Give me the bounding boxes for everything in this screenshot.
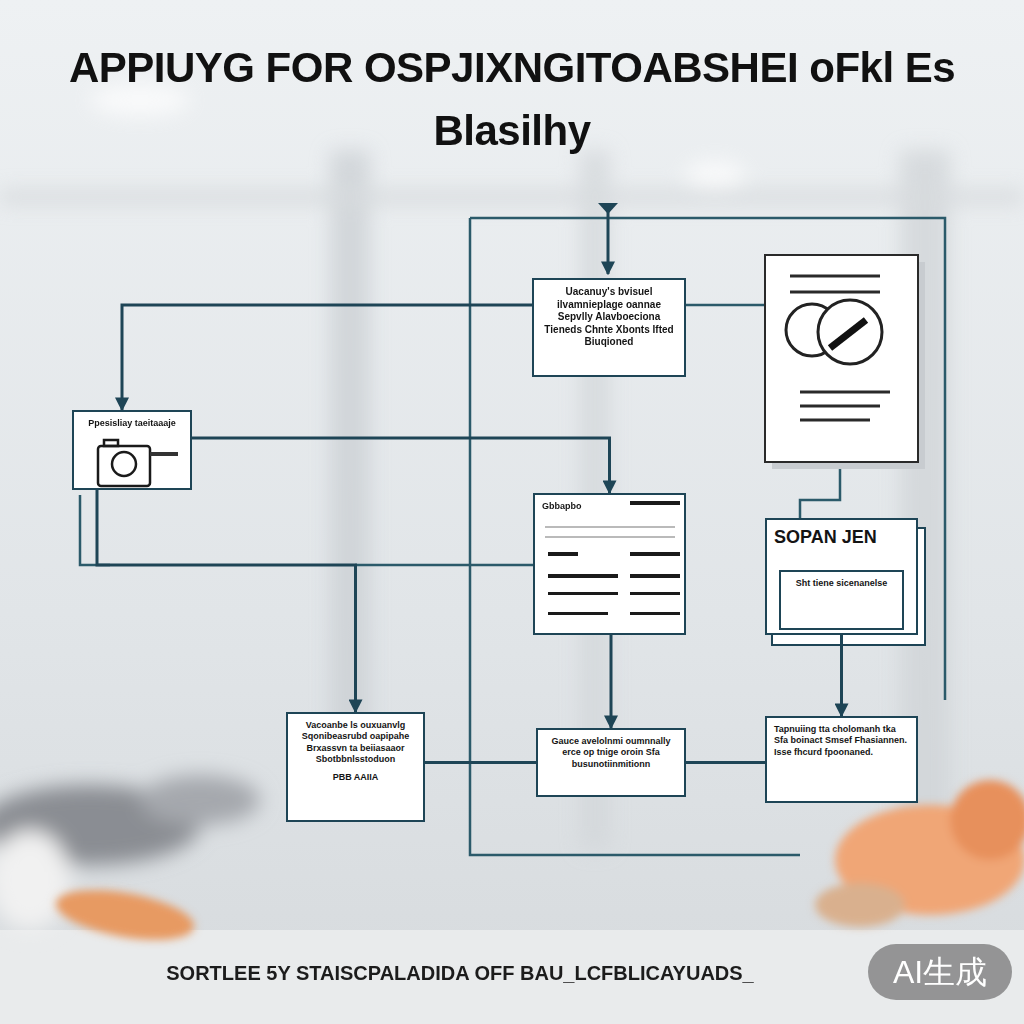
flow-arrow [686, 761, 765, 764]
flow-arrow [122, 305, 532, 410]
process-box: Uacanuy's bvisuel ilvamnieplage oannae S… [532, 278, 686, 377]
watermark: AI生成 [868, 944, 1012, 1000]
box-note: PBB AAIIA [295, 772, 416, 783]
flow-arrow [610, 635, 613, 728]
flow-arrow [97, 490, 356, 712]
box-text: Tapnuiing tta cholomanh tka Sfa boinact … [774, 724, 909, 758]
diagram-title: APPIUYG FOR OSPJIXNGITOABSHEI oFkl Es Bl… [62, 36, 962, 162]
flow-arrow [425, 761, 536, 764]
flow-arrow [192, 438, 610, 493]
process-box: Vacoanbe ls ouxuanvlg Sqonibeasrubd oapi… [286, 712, 425, 822]
process-box: Gbbapbo [533, 493, 686, 635]
box-text: Vacoanbe ls ouxuanvlg Sqonibeasrubd oapi… [295, 720, 416, 765]
box-text: Uacanuy's bvisuel ilvamnieplage oannae S… [541, 286, 677, 349]
caption: SORTLEE 5Y STAISCPALADIDA OFF BAU_LCFBLI… [60, 962, 860, 985]
box-text: SOPAN JEN [774, 526, 909, 549]
process-box: Sht tiene sicenanelse SOPAN JEN [765, 518, 918, 635]
process-box: Gauce avelolnmi oumnnally erce op tnige … [536, 728, 686, 797]
flow-arrow [840, 635, 843, 716]
box-text: Gbbapbo [542, 501, 677, 512]
process-box: Tapnuiing tta cholomanh tka Sfa boinact … [765, 716, 918, 803]
box-text: Gauce avelolnmi oumnnally erce op tnige … [545, 736, 677, 770]
process-box: Ppesisliay taeitaaaje [72, 410, 192, 490]
box-text: Sht tiene sicenanelse [788, 578, 895, 589]
box-text: Ppesisliay taeitaaaje [81, 418, 183, 429]
process-box: Sht tiene sicenanelse [779, 570, 904, 630]
